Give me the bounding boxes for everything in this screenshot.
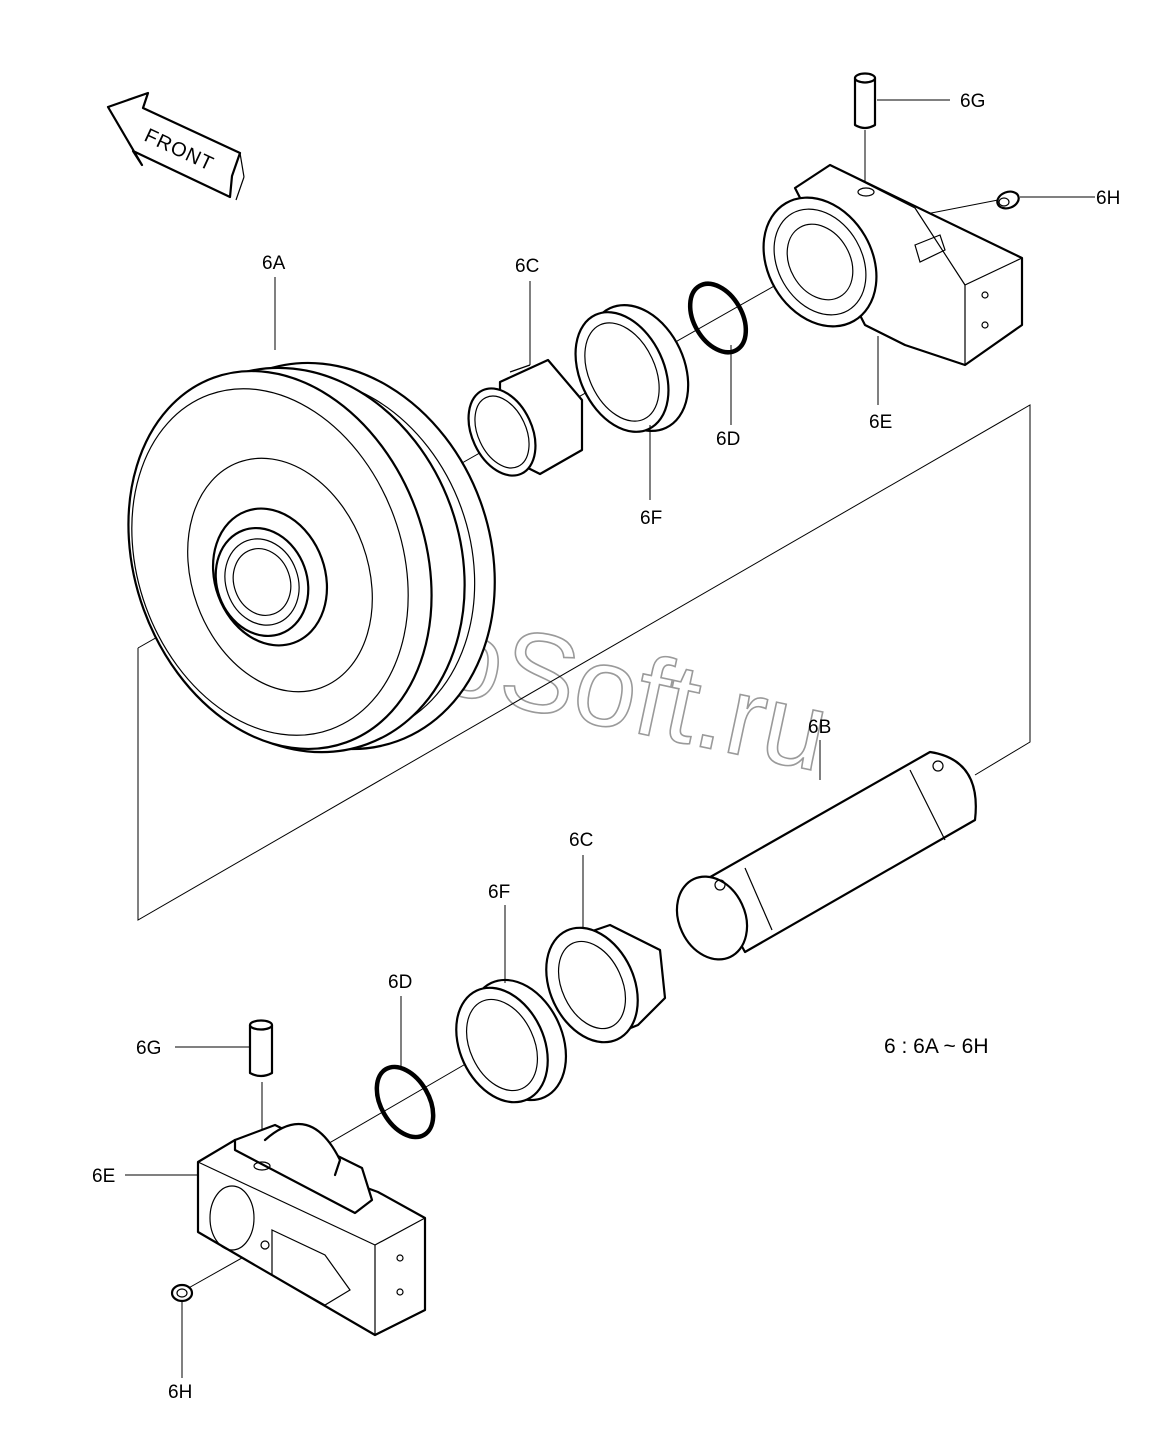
label-6e-top: 6E [869,412,892,433]
parts-range-note: 6 : 6A ~ 6H [884,1035,989,1058]
label-6c-top: 6C [515,256,539,277]
front-arrow-icon: FRONT [106,91,245,201]
label-6c-bottom: 6C [569,830,593,851]
set-screw-6h-bottom [170,1283,194,1303]
label-6d-bottom: 6D [388,972,412,993]
label-6f-bottom: 6F [488,882,510,903]
o-ring-6d-bottom [374,1064,436,1140]
front-label: FRONT [141,125,217,176]
label-6d-top: 6D [716,429,740,450]
label-6h-top: 6H [1096,188,1120,209]
label-6f-top: 6F [640,508,662,529]
collar-6c-top [467,358,584,477]
label-6e-bottom: 6E [92,1166,115,1187]
collar-6c-bottom [545,923,667,1044]
support-bracket-6e-top [762,163,1024,367]
leader-lines [125,99,1095,1378]
idler-wheel-6a [127,361,496,754]
set-screw-6h-top [996,190,1020,210]
pin-6g-bottom [248,1019,274,1078]
label-6h-bottom: 6H [168,1382,192,1403]
label-6g-top: 6G [960,91,985,112]
label-6g-bottom: 6G [136,1038,161,1059]
part-labels: 6A 6C 6D 6E 6F 6G 6H 6B 6C 6F 6D 6G 6E 6… [92,91,1120,1403]
o-ring-6d-top [687,281,749,355]
bearing-ring-6f-bottom [455,978,568,1104]
shaft-6b [675,750,977,961]
label-6b: 6B [808,717,831,738]
pin-6g-top [853,72,877,130]
bearing-ring-6f-top [574,304,690,433]
label-6a: 6A [262,253,286,274]
support-bracket-6e-bottom [196,1123,427,1337]
